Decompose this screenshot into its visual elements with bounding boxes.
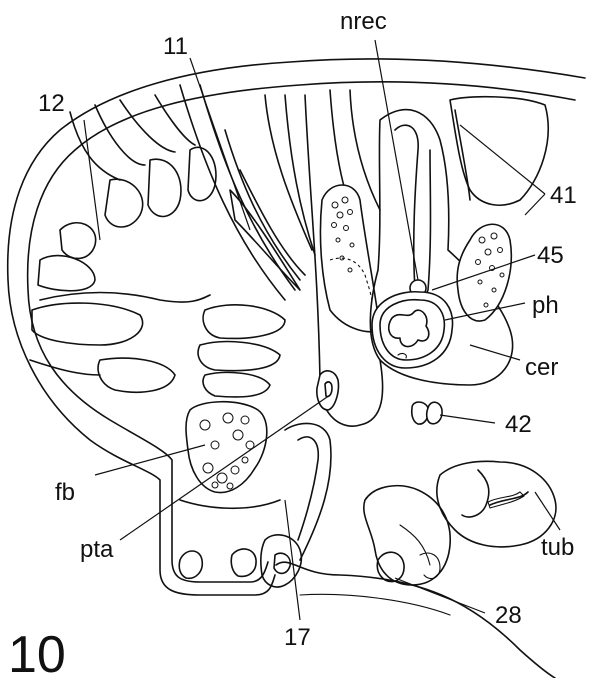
label-45: 45 bbox=[537, 242, 564, 269]
leader-nrec bbox=[375, 40, 418, 280]
leader-42 bbox=[440, 415, 495, 423]
leader-12 bbox=[84, 120, 100, 240]
label-fb: fb bbox=[55, 479, 75, 506]
label-pta: pta bbox=[80, 536, 114, 563]
leader-17 bbox=[285, 500, 300, 620]
outer-body-outline bbox=[8, 59, 585, 595]
label-41: 41 bbox=[550, 182, 577, 209]
leader-41a bbox=[460, 125, 545, 194]
figure-number: 10 bbox=[8, 626, 66, 678]
label-nrec: nrec bbox=[340, 8, 387, 35]
label-17: 17 bbox=[284, 624, 311, 651]
tuber bbox=[437, 461, 556, 547]
label-ph: ph bbox=[532, 292, 559, 319]
dorsal-lobe-41 bbox=[450, 97, 548, 205]
label-12: 12 bbox=[38, 90, 65, 117]
leader-28 bbox=[395, 578, 485, 613]
leader-lines bbox=[84, 40, 560, 620]
label-11: 11 bbox=[163, 33, 188, 60]
label-42: 42 bbox=[505, 411, 532, 438]
ventral-inner-line bbox=[300, 594, 450, 615]
radiating-fibres bbox=[180, 85, 315, 300]
label-28: 28 bbox=[495, 602, 522, 629]
leader-fb bbox=[95, 445, 205, 475]
appendage-17 bbox=[261, 423, 331, 587]
dorsal-lobe-41-line bbox=[455, 110, 470, 200]
leader-41b bbox=[525, 194, 545, 215]
central-ring bbox=[317, 371, 339, 410]
label-tub: tub bbox=[541, 534, 574, 561]
label-cer: cer bbox=[525, 354, 558, 381]
recurrent-nerve-channel bbox=[395, 125, 431, 297]
structure-42 bbox=[412, 402, 442, 424]
pharynx bbox=[372, 292, 453, 368]
